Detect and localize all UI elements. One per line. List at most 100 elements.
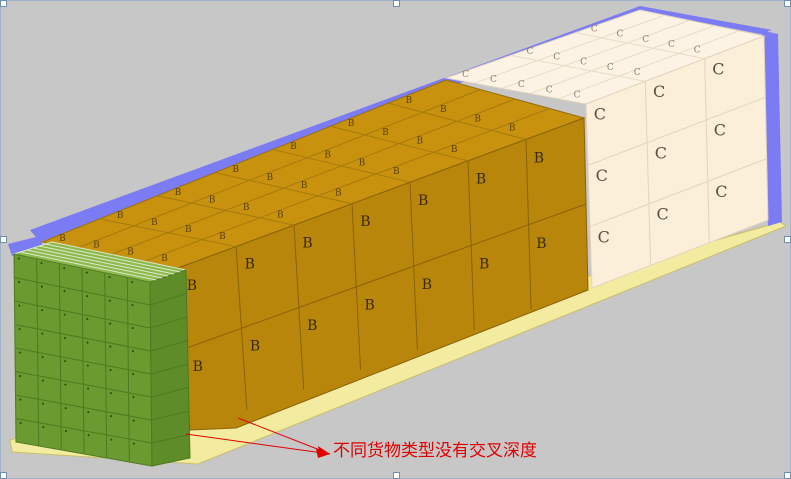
box-label: •: [108, 344, 112, 352]
box-label: •: [108, 367, 112, 375]
box-label: C: [653, 82, 665, 101]
box-label: C: [526, 47, 533, 57]
box-edge: [704, 58, 710, 243]
box-edge: [151, 410, 190, 421]
box-label: C: [694, 45, 701, 55]
box-label: •: [62, 288, 66, 296]
box-label: B: [245, 257, 255, 273]
cargo-green-grid: ••••••••••••••••••••••••••••••••••••••••…: [14, 243, 190, 463]
box-label: C: [553, 52, 560, 62]
annotation-text: 不同货物类型没有交叉深度: [333, 441, 537, 461]
box-edge: [150, 293, 187, 306]
box-label: B: [440, 105, 447, 115]
box-label: •: [63, 335, 67, 343]
box-label: B: [151, 218, 158, 228]
box-label: •: [39, 260, 43, 268]
box-label: B: [536, 236, 546, 252]
box-label: •: [131, 394, 135, 402]
box-label: B: [534, 150, 544, 166]
box-edge: [510, 54, 646, 82]
box-edge: [15, 418, 152, 444]
box-label: B: [117, 211, 124, 221]
box-label: •: [19, 420, 23, 428]
box-edge: [15, 394, 152, 421]
box-label: •: [85, 270, 89, 278]
box-label: B: [219, 232, 226, 242]
box-label: C: [607, 63, 614, 73]
box-edge: [183, 203, 587, 350]
box-edge: [26, 249, 163, 279]
box-label: •: [131, 325, 135, 333]
box-label: B: [290, 142, 297, 152]
box-label: B: [509, 123, 516, 133]
box-label: •: [17, 256, 21, 264]
resize-handle[interactable]: [0, 0, 7, 7]
box-label: •: [41, 401, 45, 409]
box-label: B: [93, 241, 100, 251]
box-label: B: [406, 96, 413, 106]
box-edge: [143, 108, 550, 262]
box-edge: [151, 434, 190, 444]
box-label: •: [18, 397, 22, 405]
box-label: •: [132, 417, 136, 425]
box-label: B: [187, 278, 197, 294]
box-edge: [150, 363, 189, 375]
box-label: •: [63, 358, 67, 366]
box-label: B: [474, 114, 481, 124]
box-label: •: [86, 362, 90, 370]
box-label: C: [668, 40, 675, 50]
box-edge: [644, 81, 652, 266]
box-label: B: [382, 128, 389, 138]
box-edge: [473, 14, 665, 84]
box-label: C: [634, 68, 641, 78]
box-label: C: [715, 182, 727, 201]
container-right-wall: [760, 30, 782, 226]
box-edge: [39, 245, 175, 275]
box-edge: [150, 340, 188, 352]
box-label: C: [546, 85, 553, 95]
box-label: C: [596, 166, 608, 185]
box-edge: [575, 32, 705, 60]
box-label: C: [518, 80, 525, 90]
box-label: C: [598, 227, 610, 246]
box-label: B: [243, 203, 250, 213]
box-label: C: [642, 35, 649, 45]
box-label: •: [109, 436, 113, 444]
box-label: B: [393, 167, 400, 177]
resize-handle[interactable]: [0, 236, 7, 243]
box-label: B: [417, 137, 424, 147]
box-edge: [150, 316, 188, 329]
box-label: B: [185, 225, 192, 235]
box-label: B: [335, 189, 342, 199]
box-label: •: [86, 339, 90, 347]
box-edge: [529, 25, 715, 95]
box-edge: [151, 387, 189, 398]
box-label: C: [462, 70, 469, 80]
box-label: •: [108, 297, 112, 305]
box-label: C: [580, 58, 587, 68]
cargo-b-grid: BBBBBBBBBBBBBBBBBBBBBBBBBBBBBBBBBBBBBBBB…: [59, 89, 587, 411]
box-label: •: [85, 293, 89, 301]
box-label: C: [594, 105, 606, 124]
annotation-arrow: [185, 433, 331, 455]
box-label: •: [63, 312, 67, 320]
box-label: B: [250, 338, 260, 354]
resize-handle[interactable]: [393, 0, 400, 7]
box-label: B: [307, 318, 317, 334]
box-label: •: [17, 303, 21, 311]
box-edge: [501, 19, 690, 89]
box-label: •: [85, 316, 89, 324]
box-label: •: [40, 284, 44, 292]
box-label: B: [175, 188, 182, 198]
box-label: •: [131, 371, 135, 379]
box-label: B: [59, 234, 66, 244]
box-label: B: [418, 193, 428, 209]
box-label: C: [591, 25, 598, 35]
box-edge: [14, 300, 151, 329]
box-edge: [14, 324, 151, 352]
box-edge: [557, 30, 740, 100]
box-label: •: [63, 382, 67, 390]
box-label: •: [18, 326, 22, 334]
